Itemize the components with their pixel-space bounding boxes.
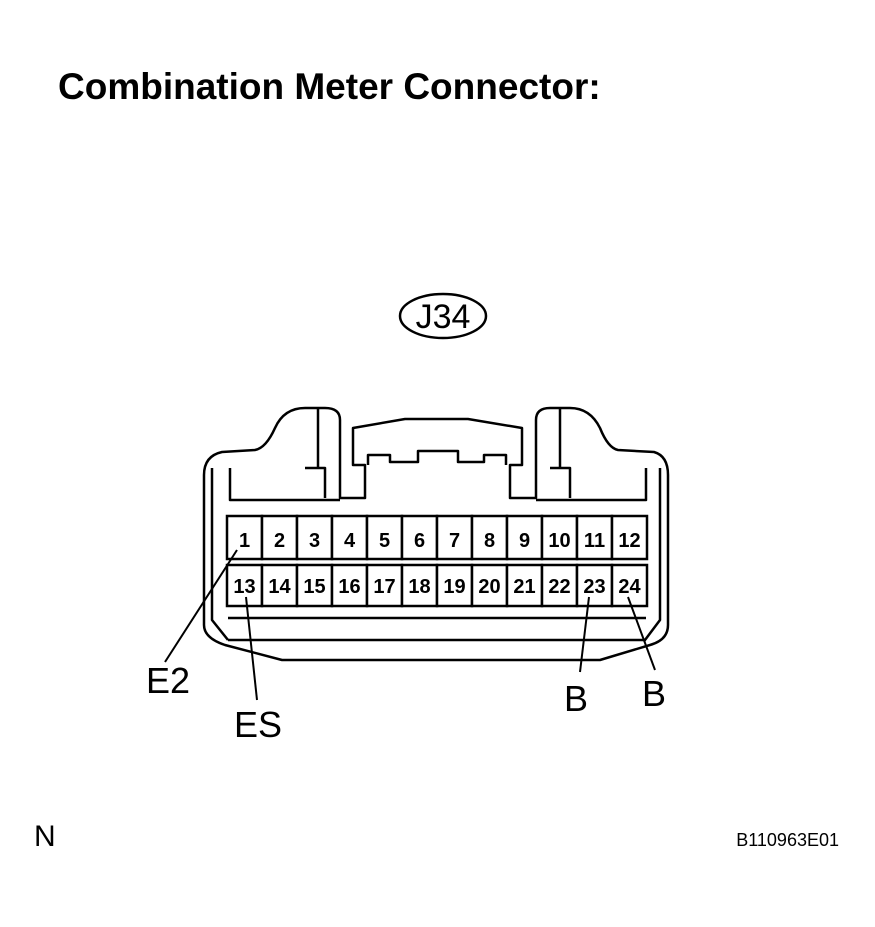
pin-number: 15 [303, 576, 325, 598]
pin-number: 21 [513, 576, 535, 598]
pin-number: 14 [268, 576, 291, 598]
footer-left-mark: N [34, 820, 56, 853]
pin-cell [295, 563, 334, 608]
pin-number: 20 [478, 576, 500, 598]
pin-number: 7 [449, 530, 460, 552]
pin-number: 13 [233, 576, 255, 598]
label-es: ES [234, 704, 282, 745]
pin-number: 11 [584, 530, 605, 552]
pin-cell [400, 514, 439, 561]
pin-number: 9 [519, 530, 530, 552]
pin-number: 24 [618, 576, 641, 598]
pin-cell [575, 563, 614, 608]
pin-number: 2 [274, 530, 285, 552]
leader-lines [164, 549, 656, 701]
pin-cell [330, 563, 369, 608]
connector-housing [202, 406, 670, 662]
pin-number: 12 [618, 530, 640, 552]
pin-number: 18 [408, 576, 430, 598]
pin-cell [225, 514, 264, 561]
pin-cell [505, 514, 544, 561]
pin-cell [260, 563, 299, 608]
pin-number: 3 [309, 530, 320, 552]
pin-number: 4 [344, 530, 356, 552]
pin-number: 10 [548, 530, 570, 552]
figure-code: B110963E01 [736, 830, 839, 850]
pin-cell [365, 563, 404, 608]
label-e2: E2 [146, 660, 190, 701]
label-b-pin23: B [564, 678, 588, 719]
pin-number: 22 [548, 576, 570, 598]
pin-number: 17 [373, 576, 395, 598]
pin-number: 16 [338, 576, 360, 598]
pin-cell [330, 514, 369, 561]
connector-id-badge: J34 [398, 292, 488, 340]
pin-number: 8 [484, 530, 495, 552]
pin-cell [470, 514, 509, 561]
connector-id: J34 [416, 298, 471, 336]
pin-number: 6 [414, 530, 425, 552]
pin-cell [610, 563, 649, 608]
pin-number: 5 [379, 530, 390, 552]
pin-number: 19 [443, 576, 465, 598]
pin-cell [610, 514, 649, 561]
diagram-title: Combination Meter Connector: [58, 66, 601, 107]
pin-number: 23 [583, 576, 605, 598]
pin-cell [225, 563, 264, 608]
pin-number: 1 [239, 530, 250, 552]
pin-cell [540, 514, 579, 561]
label-b-pin24: B [642, 673, 666, 714]
